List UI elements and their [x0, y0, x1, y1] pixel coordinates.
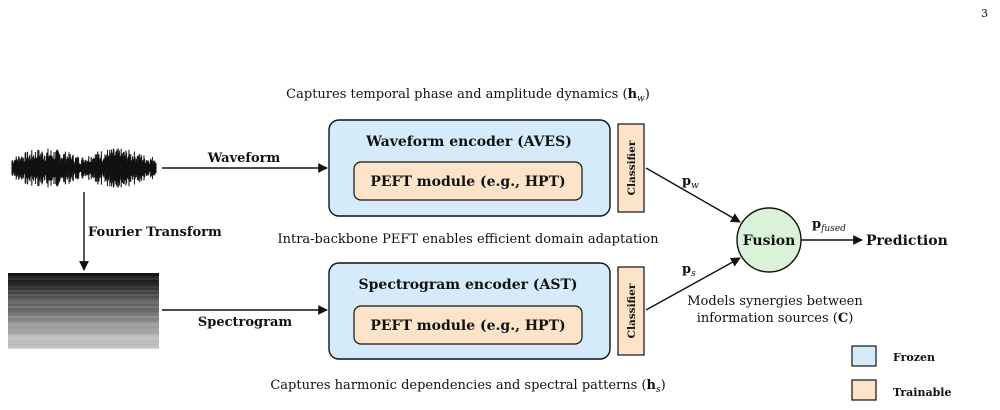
- classifier-bottom-box: [617, 266, 645, 356]
- waveform-encoder-title: Waveform encoder (AVES): [365, 134, 572, 150]
- classifier-bottom-label: Classifier: [626, 283, 638, 338]
- legend: Frozen Trainable: [851, 345, 951, 401]
- spectrogram-encoder-title: Spectrogram encoder (AST): [359, 277, 578, 293]
- spectrogram-image: [8, 272, 159, 349]
- waveform-peft-box: [353, 161, 583, 201]
- classifier-top-label: Classifier: [626, 140, 638, 195]
- prediction-label: Prediction: [866, 233, 948, 249]
- pfused-label: pfused: [812, 217, 846, 234]
- intra-backbone-caption: Intra-backbone PEFT enables efficient do…: [277, 232, 659, 247]
- spectrogram-caption: Captures harmonic dependencies and spect…: [270, 378, 665, 395]
- synergy-caption-line1: Models synergies between: [687, 294, 863, 309]
- spectrogram-edge-label: Spectrogram: [198, 315, 293, 330]
- fusion-label: Fusion: [743, 233, 796, 249]
- page-number: 3: [981, 7, 988, 20]
- ps-label: ps: [682, 262, 696, 279]
- waveform-peft-label: PEFT module (e.g., HPT): [370, 174, 565, 190]
- waveform-caption: Captures temporal phase and amplitude dy…: [286, 87, 650, 104]
- synergy-caption-line2: information sources (C): [697, 311, 854, 326]
- pw-arrow: [645, 167, 741, 223]
- legend-trainable-swatch: [851, 379, 877, 401]
- legend-trainable-label: Trainable: [893, 386, 951, 399]
- pw-label: pw: [682, 174, 699, 191]
- legend-frozen-label: Frozen: [893, 351, 935, 364]
- fourier-edge-label: Fourier Transform: [88, 225, 222, 240]
- classifier-top-box: [617, 123, 645, 213]
- spectrogram-peft-box: [353, 305, 583, 345]
- legend-frozen-swatch: [851, 345, 877, 367]
- waveform-signal: [11, 148, 157, 188]
- spectrogram-peft-label: PEFT module (e.g., HPT): [370, 318, 565, 334]
- waveform-edge-label: Waveform: [207, 151, 281, 166]
- ps-arrow: [645, 257, 741, 311]
